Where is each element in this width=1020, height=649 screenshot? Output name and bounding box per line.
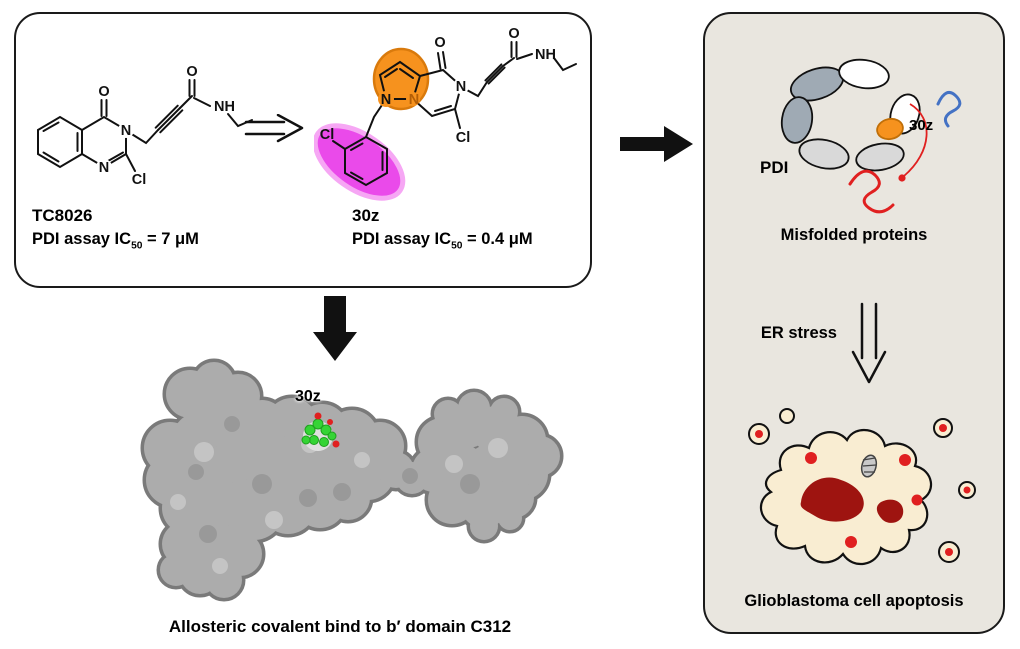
atom-Cl: Cl: [132, 172, 147, 188]
assay-subscript: 50: [131, 240, 143, 252]
er-stress-arrow-icon: [851, 302, 887, 384]
tc8026-name: TC8026: [32, 206, 93, 225]
misfolded-proteins-label: Misfolded proteins: [780, 226, 928, 244]
er-stress-label: ER stress: [760, 324, 837, 342]
bound-30z-dot: [876, 117, 904, 141]
assay-value: = 0.4 μM: [462, 230, 533, 248]
atom-NH: NH: [535, 47, 556, 63]
pdi-label: PDI: [760, 158, 789, 177]
cell-red-granules: [805, 452, 923, 548]
atom-O: O: [508, 26, 519, 42]
c30z-atom-labels: N N N O O NH Cl Cl: [320, 26, 556, 146]
atom-Cl: Cl: [456, 130, 471, 146]
right-arrow-icon: [620, 126, 693, 162]
pdi-domains: [780, 58, 921, 172]
assay-prefix: PDI assay IC: [32, 230, 132, 248]
panel-ligand-label: 30z: [909, 117, 934, 134]
tc8026-structure: O N N O NH Cl: [37, 64, 253, 188]
misfolded-protein-blue-squiggle: [936, 90, 962, 128]
ligand-30z-sticks: [301, 412, 340, 448]
atom-O: O: [434, 35, 445, 51]
c30z-assay: PDI assay IC50 = 0.4 μM: [352, 230, 533, 251]
atom-N: N: [409, 92, 419, 108]
down-arrow-icon: [313, 296, 357, 361]
assay-value: = 7 μM: [142, 230, 199, 248]
protein-caption: Allosteric covalent bind to b′ domain C3…: [168, 617, 512, 636]
assay-prefix: PDI assay IC: [352, 230, 452, 248]
protein-ligand-label: 30z: [295, 388, 321, 405]
protein-crevices: [188, 416, 480, 543]
assay-subscript: 50: [451, 240, 463, 252]
tc8026-atom-labels: O N N O NH Cl: [98, 64, 235, 188]
optimization-arrow-icon: [244, 114, 304, 143]
inhibition-line: [903, 103, 928, 177]
misfolded-protein-red-squiggle: [848, 169, 895, 214]
atom-O: O: [98, 84, 109, 100]
apoptosis-label: Glioblastoma cell apoptosis: [744, 592, 964, 610]
c30z-structure: N N N O O NH Cl Cl: [314, 26, 577, 201]
atom-N: N: [381, 92, 391, 108]
atom-O: O: [186, 64, 197, 80]
atom-label-masks: [96, 122, 134, 175]
inhibition-dot: [898, 174, 906, 182]
atom-N: N: [456, 79, 466, 95]
protein-surface: [112, 352, 572, 617]
sar-optimization-box: O N N O NH Cl: [14, 12, 592, 288]
apoptotic-bodies: [748, 408, 976, 563]
tc8026-bonds: [37, 79, 253, 172]
fragmented-nucleus: [800, 477, 904, 523]
mechanism-panel: PDI 30z Misfolded proteins ER stress: [703, 12, 1005, 634]
atom-N: N: [121, 123, 131, 139]
atom-NH: NH: [214, 99, 235, 115]
atom-Cl: Cl: [320, 127, 335, 143]
atom-label-masks: [378, 78, 469, 107]
apoptotic-cell-cartoon: [748, 408, 976, 565]
pdi-cartoon: [780, 58, 962, 214]
c30z-name: 30z: [352, 206, 380, 225]
atom-N: N: [99, 160, 109, 176]
tc8026-assay: PDI assay IC50 = 7 μM: [32, 230, 199, 251]
chromatin-stripes: [862, 457, 877, 473]
